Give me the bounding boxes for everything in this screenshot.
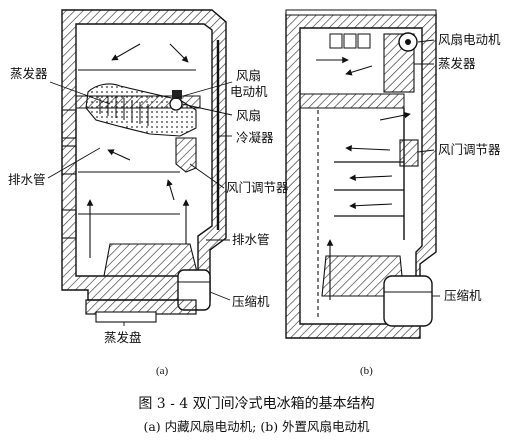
panel-b-damper [399, 139, 419, 167]
panel-a-foam-block [85, 83, 197, 137]
panel-b-label-compressor: 压缩机 [444, 288, 482, 303]
panel-b-label-fan-motor: 风扇电动机 [438, 32, 501, 47]
panel-a-label-drain-pipe-left: 排水管 [8, 172, 46, 187]
panel-a-fan-hub [169, 97, 183, 111]
panel-a-label-fan-motor-2: 电动机 [230, 84, 268, 99]
panel-a-airflow [86, 43, 190, 258]
figure-subcaption: (a) 内藏风扇电动机; (b) 外置风扇电动机 [143, 419, 370, 434]
panel-b-diagram: 风扇电动机 蒸发器 风门调节器 压缩机 (b) [285, 9, 501, 377]
panel-a-damper [175, 137, 197, 173]
panel-a-label-fan: 风扇 [236, 108, 261, 123]
panel-a-evaporating-pan [95, 311, 157, 323]
panel-b-callouts [414, 39, 440, 297]
panel-b-ice-trays [329, 33, 371, 49]
panel-a-fan-motor [172, 90, 182, 99]
panel-a-label-drain-pipe-right: 排水管 [232, 232, 270, 247]
panel-a-shelves [78, 69, 196, 215]
panel-a-callouts [47, 81, 233, 326]
panel-b-airflow [316, 56, 411, 300]
panel-b-shelves [334, 161, 404, 217]
panel-b-tag: (b) [360, 365, 373, 377]
panel-b-label-damper: 风门调节器 [438, 142, 501, 157]
panel-a-label-evaporator: 蒸发器 [10, 66, 48, 81]
panel-a-evaporator-fins [99, 96, 149, 126]
panel-a-diagram: 蒸发器 风扇 电动机 风扇 冷凝器 排水管 风门调节器 排水管 压缩机 蒸发盘 … [8, 9, 289, 377]
panel-b-label-evaporator: 蒸发器 [438, 56, 476, 71]
panel-a-door-racks [61, 109, 77, 239]
panel-b-divider [299, 93, 405, 109]
panel-a-label-evaporating-pan: 蒸发盘 [104, 330, 142, 345]
figure-caption: 图 3 - 4 双门间冷式电冰箱的基本结构 [138, 396, 375, 412]
panel-a-label-fan-motor-1: 风扇 [236, 68, 261, 83]
panel-a-label-damper: 风门调节器 [226, 180, 289, 195]
panel-a-label-condenser: 冷凝器 [236, 130, 274, 145]
panel-b-compressor [383, 275, 433, 327]
panel-a-label-compressor: 压缩机 [232, 294, 270, 309]
panel-a-tag: (a) [156, 365, 169, 377]
